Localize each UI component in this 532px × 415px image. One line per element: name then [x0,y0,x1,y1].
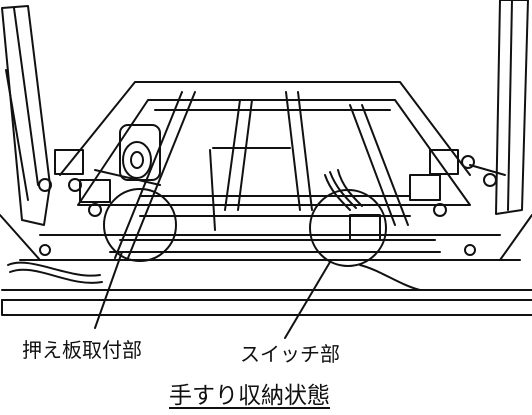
right-hinge-assembly [409,149,506,256]
wire-harness [7,169,421,291]
callout-label-pressure-plate-mount: 押え板取付部 [22,338,142,362]
figure-caption: 手すり収納状態 [169,383,330,409]
leader-line-left [94,251,123,329]
base-platform [0,81,532,316]
right-post [495,0,529,215]
callout-label-switch-section: スイッチ部 [240,342,340,366]
callout-circle-left [103,188,177,262]
callout-circle-right [309,189,387,267]
left-roller-assembly [38,124,161,256]
leader-line-right [284,261,331,339]
frame-rails [114,91,409,259]
left-post [1,5,51,226]
